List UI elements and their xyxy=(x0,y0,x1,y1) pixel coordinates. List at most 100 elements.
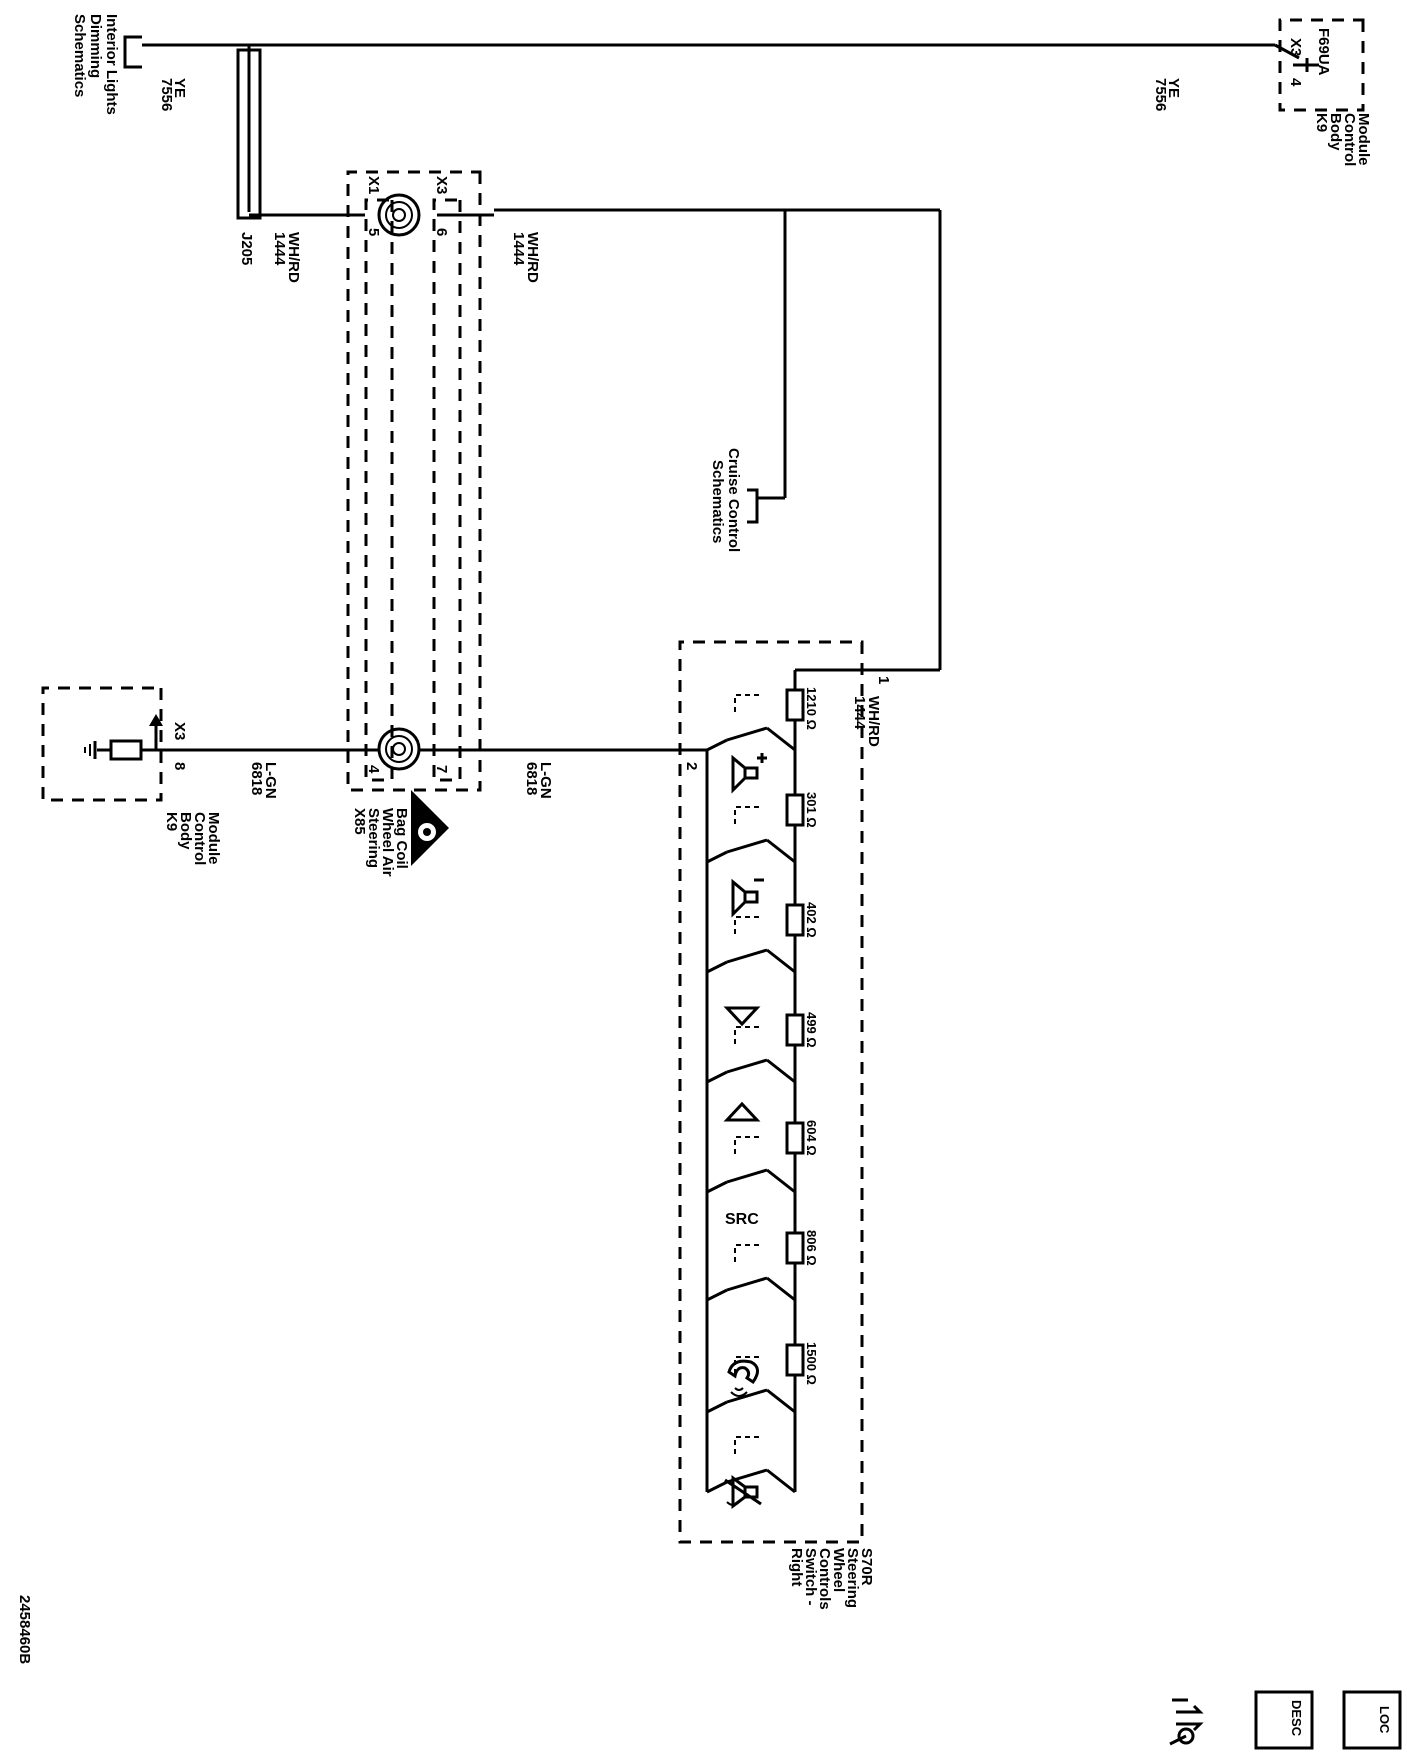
x85-x3-connector-box xyxy=(432,198,462,782)
resistor-value-label: 402 Ω xyxy=(804,902,819,938)
svg-text:Cruise Control: Cruise Control xyxy=(725,448,742,552)
svg-text:Controls: Controls xyxy=(816,1548,833,1610)
svg-text:Module: Module xyxy=(1355,113,1372,166)
s70r-switch-box xyxy=(678,640,864,1544)
coil-x1-label: X1 xyxy=(365,176,382,194)
coil-spring-bottom-icon xyxy=(377,727,421,771)
airbag-warning-icon xyxy=(411,790,449,866)
src-label: SRC xyxy=(725,1211,759,1228)
svg-text:Schematics: Schematics xyxy=(71,14,88,97)
svg-text:WH/RD: WH/RD xyxy=(524,232,541,283)
mute-icon xyxy=(724,1475,762,1509)
coil-spring-top-icon xyxy=(377,193,421,237)
svg-text:YE: YE xyxy=(1165,78,1182,98)
k9-bottom-module-label: K9 Body Control Module xyxy=(163,812,222,865)
resistor xyxy=(785,903,805,937)
resistor xyxy=(785,688,805,722)
seek-up-icon xyxy=(723,1006,761,1027)
svg-text:LOC: LOC xyxy=(1377,1706,1392,1734)
resistor-value-label: 806 Ω xyxy=(804,1230,819,1266)
svg-text:WH/RD: WH/RD xyxy=(285,232,302,283)
svg-text:Schematics: Schematics xyxy=(709,460,726,543)
cruise-ref-bracket xyxy=(747,488,759,524)
resistor-value-label: 499 Ω xyxy=(804,1012,819,1048)
resistor xyxy=(785,1013,805,1047)
switch-contact xyxy=(706,694,796,752)
k9-bottom-module-box xyxy=(41,686,163,802)
svg-text:Right: Right xyxy=(788,1548,805,1586)
k9-top-connector: X3 xyxy=(1287,38,1304,56)
phone-icon xyxy=(727,1359,759,1397)
resistor xyxy=(785,1121,805,1155)
cruise-control-ref-label: Cruise Control Schematics xyxy=(709,448,742,552)
switch-pin-1: 1 xyxy=(875,676,892,684)
svg-text:Interior Lights: Interior Lights xyxy=(103,14,120,115)
f69ua-switch xyxy=(1274,43,1319,72)
wrench-arrows-icon xyxy=(1169,1698,1204,1746)
svg-text:Wheel: Wheel xyxy=(830,1548,847,1592)
resistor-group: 1210 Ω 301 Ω 402 Ω 499 Ω 604 Ω 806 Ω 1500 Ω xyxy=(785,687,819,1385)
svg-text:L-GN: L-GN xyxy=(537,762,554,799)
svg-text:7556: 7556 xyxy=(158,78,175,111)
k9-top-module-box xyxy=(1278,18,1365,112)
x85-coil-label: X85 Steering Wheel Air Bag Coil xyxy=(351,808,410,877)
svg-text:K9: K9 xyxy=(163,812,180,831)
desc-box-icon: DESC xyxy=(1254,1690,1314,1750)
svg-text:J205: J205 xyxy=(238,232,255,265)
loc-box-icon: LOC xyxy=(1342,1690,1402,1750)
svg-text:Steering: Steering xyxy=(844,1548,861,1608)
volume-up-icon xyxy=(731,753,767,794)
svg-text:Wheel Air: Wheel Air xyxy=(379,808,396,877)
svg-text:Control: Control xyxy=(1341,113,1358,166)
wire-6818-label-right: 6818 L-GN xyxy=(523,762,554,799)
interior-lights-ref-label: Interior Lights Dimming Schematics xyxy=(71,14,120,115)
k9-top-module-label: K9 Body Control Module xyxy=(1313,113,1372,166)
svg-text:1444: 1444 xyxy=(271,232,288,266)
coil-x3-label: X3 xyxy=(433,176,450,194)
figure-id-label: 2458460B xyxy=(16,1595,33,1664)
svg-text:1444: 1444 xyxy=(510,232,527,266)
svg-text:Body: Body xyxy=(1327,113,1344,151)
svg-text:S70R: S70R xyxy=(858,1548,875,1586)
svg-text:2458460B: 2458460B xyxy=(16,1595,33,1664)
svg-text:6818: 6818 xyxy=(248,762,265,795)
svg-text:1444: 1444 xyxy=(851,696,868,730)
resistor xyxy=(785,1231,805,1265)
switch-contact xyxy=(706,1136,796,1194)
wire-1444-label-mid: 1444 WH/RD xyxy=(510,232,541,283)
svg-text:K9: K9 xyxy=(1313,113,1330,132)
wire-7556-label-left: 7556 YE xyxy=(158,78,188,111)
svg-text:7556: 7556 xyxy=(1152,78,1169,111)
switch-contact xyxy=(706,1026,796,1084)
switch-contact xyxy=(706,1436,796,1494)
x85-x1-connector-box xyxy=(364,198,394,782)
svg-text:Module: Module xyxy=(205,812,222,865)
wire-6818-label-left: 6818 L-GN xyxy=(248,762,279,799)
k9-bottom-pullup-circuit xyxy=(84,714,163,761)
svg-text:WH/RD: WH/RD xyxy=(865,696,882,747)
resistor xyxy=(785,793,805,827)
switch-contact xyxy=(706,806,796,864)
switch-pin-2: 2 xyxy=(683,762,700,770)
resistor-value-label: 1500 Ω xyxy=(804,1342,819,1385)
svg-text:Dimming: Dimming xyxy=(87,14,104,78)
coil-pin-7: 7 xyxy=(433,765,450,773)
interior-lights-ref-bracket xyxy=(123,35,142,69)
k9-top-pin: 4 xyxy=(1287,78,1304,87)
wire-7556 xyxy=(123,35,1275,69)
resistor-value-label: 301 Ω xyxy=(804,792,819,828)
svg-text:Control: Control xyxy=(191,812,208,865)
svg-text:YE: YE xyxy=(171,78,188,98)
k9-bottom-pin: 8 xyxy=(171,762,188,770)
svg-text:L-GN: L-GN xyxy=(262,762,279,799)
resistor-value-label: 1210 Ω xyxy=(804,687,819,730)
coil-pin-4: 4 xyxy=(365,765,382,774)
svg-text:Switch -: Switch - xyxy=(802,1548,819,1606)
switch-contact xyxy=(706,1356,796,1414)
switch-contact xyxy=(706,916,796,974)
s70r-switch-label: S70R Steering Wheel Controls Switch - Ri… xyxy=(788,1548,875,1610)
resistor-value-label: 604 Ω xyxy=(804,1120,819,1156)
seek-down-icon xyxy=(723,1101,761,1122)
switch-contact xyxy=(706,1244,796,1302)
